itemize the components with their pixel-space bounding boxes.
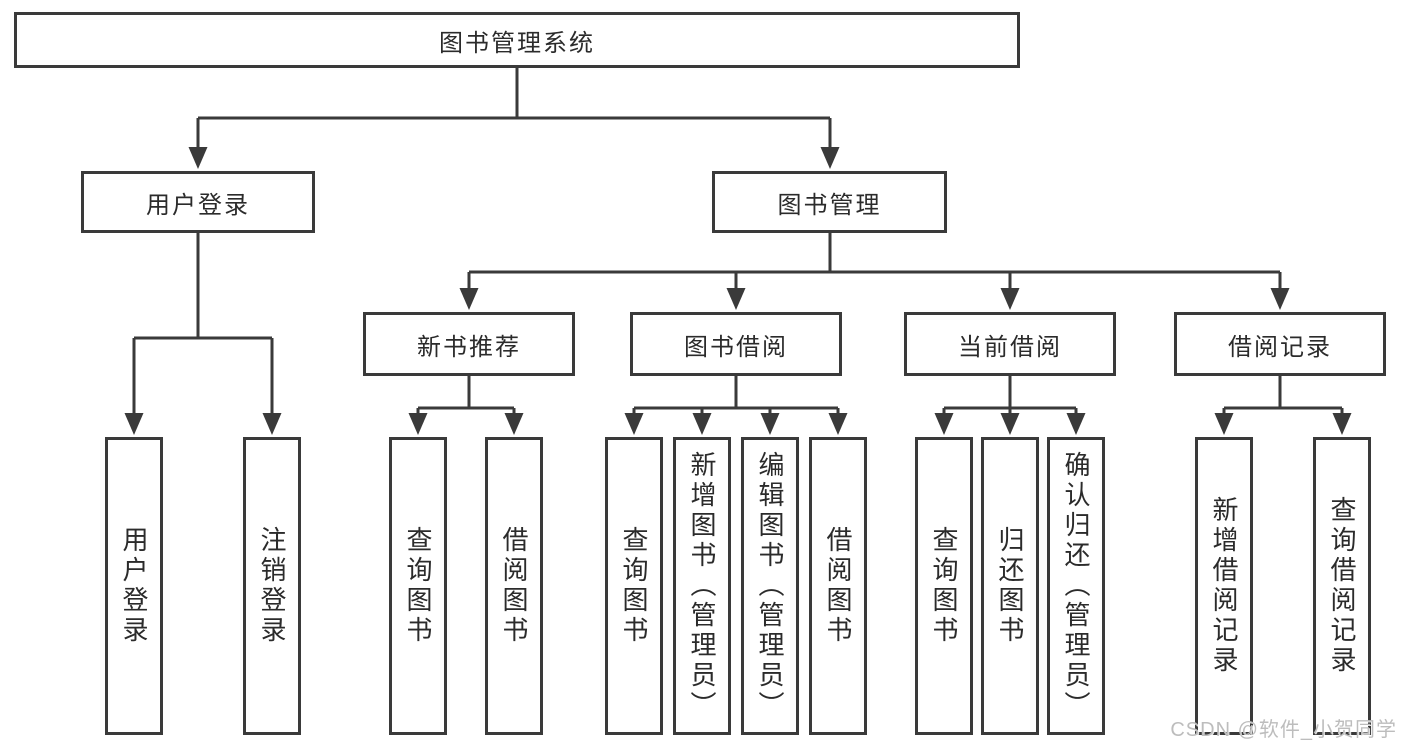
connector-borrowrecords-to-leaves xyxy=(1222,376,1344,417)
arrowhead xyxy=(124,413,144,435)
arrowhead xyxy=(820,147,840,169)
leaf-bb-add: 新增图书（管理员） xyxy=(673,437,731,735)
arrowhead xyxy=(1332,413,1352,435)
node-root-label: 图书管理系统 xyxy=(439,29,595,57)
leaf-nbr-borrow: 借阅图书 xyxy=(485,437,543,735)
arrowhead xyxy=(624,413,644,435)
arrowhead xyxy=(262,413,282,435)
leaf-logout-label: 注销登录 xyxy=(257,526,287,646)
node-current-borrow-label: 当前借阅 xyxy=(958,333,1062,361)
connector-bookborrow-to-leaves xyxy=(632,376,840,417)
connector-currentborrow-to-leaves xyxy=(942,376,1078,417)
leaf-cb-query-label: 查询图书 xyxy=(929,526,959,646)
leaf-cb-return: 归还图书 xyxy=(981,437,1039,735)
node-book-mgmt-label: 图书管理 xyxy=(777,191,882,219)
arrowhead xyxy=(408,413,428,435)
node-current-borrow: 当前借阅 xyxy=(904,312,1116,376)
node-book-borrow-label: 图书借阅 xyxy=(684,333,788,361)
connector-newbookrec-to-leaves xyxy=(416,376,516,417)
arrowhead xyxy=(188,147,208,169)
leaf-cb-return-label: 归还图书 xyxy=(995,526,1025,646)
leaf-cb-query: 查询图书 xyxy=(915,437,973,735)
leaf-nbr-query: 查询图书 xyxy=(389,437,447,735)
arrowhead xyxy=(459,288,479,310)
leaf-bb-add-label: 新增图书（管理员） xyxy=(687,451,717,721)
node-borrow-records-label: 借阅记录 xyxy=(1228,333,1332,361)
leaf-br-add: 新增借阅记录 xyxy=(1195,437,1253,735)
node-book-borrow: 图书借阅 xyxy=(630,312,842,376)
arrowhead xyxy=(934,413,954,435)
leaf-cb-confirm: 确认归还（管理员） xyxy=(1047,437,1105,735)
arrowhead xyxy=(1000,413,1020,435)
leaf-user-login-label: 用户登录 xyxy=(119,526,149,646)
leaf-cb-confirm-label: 确认归还（管理员） xyxy=(1061,451,1091,721)
node-user-login: 用户登录 xyxy=(81,171,315,233)
leaf-br-add-label: 新增借阅记录 xyxy=(1209,496,1239,676)
node-new-book-rec-label: 新书推荐 xyxy=(417,333,521,361)
node-new-book-rec: 新书推荐 xyxy=(363,312,575,376)
node-book-mgmt: 图书管理 xyxy=(712,171,947,233)
node-borrow-records: 借阅记录 xyxy=(1174,312,1386,376)
leaf-bb-borrow-label: 借阅图书 xyxy=(823,526,853,646)
arrowhead xyxy=(726,288,746,310)
leaf-logout: 注销登录 xyxy=(243,437,301,735)
arrowhead xyxy=(760,413,780,435)
leaf-bb-query: 查询图书 xyxy=(605,437,663,735)
arrowhead xyxy=(1066,413,1086,435)
leaf-br-query-label: 查询借阅记录 xyxy=(1327,496,1357,676)
node-root: 图书管理系统 xyxy=(14,12,1020,68)
leaf-user-login: 用户登录 xyxy=(105,437,163,735)
leaf-br-query: 查询借阅记录 xyxy=(1313,437,1371,735)
connector-root-to-level2 xyxy=(196,68,832,151)
leaf-nbr-borrow-label: 借阅图书 xyxy=(499,526,529,646)
arrowhead xyxy=(828,413,848,435)
arrowhead xyxy=(1000,288,1020,310)
node-user-login-label: 用户登录 xyxy=(146,191,250,219)
arrowhead xyxy=(504,413,524,435)
leaf-nbr-query-label: 查询图书 xyxy=(403,526,433,646)
leaf-bb-query-label: 查询图书 xyxy=(619,526,649,646)
leaf-bb-borrow: 借阅图书 xyxy=(809,437,867,735)
arrowhead xyxy=(1214,413,1234,435)
connector-userlogin-to-leaves xyxy=(132,233,274,417)
leaf-bb-edit-label: 编辑图书（管理员） xyxy=(755,451,785,721)
arrowhead xyxy=(692,413,712,435)
leaf-bb-edit: 编辑图书（管理员） xyxy=(741,437,799,735)
arrowhead xyxy=(1270,288,1290,310)
connector-bookmgmt-to-level3 xyxy=(467,233,1282,292)
